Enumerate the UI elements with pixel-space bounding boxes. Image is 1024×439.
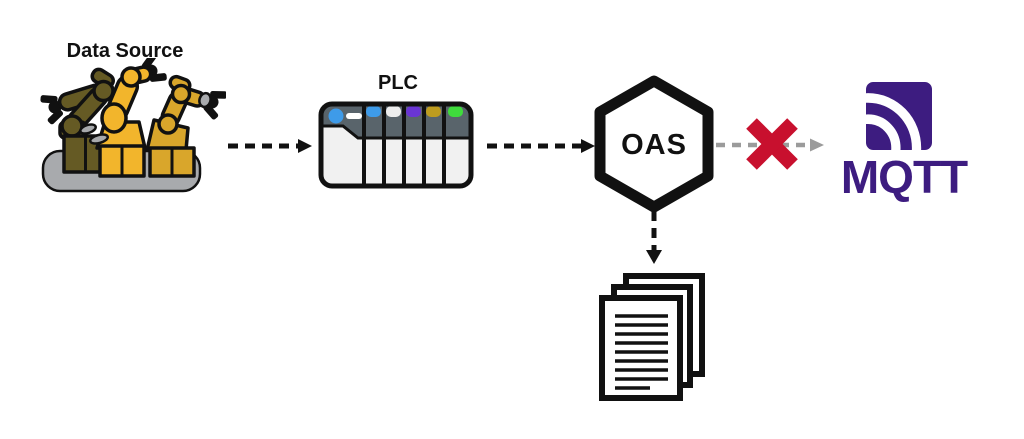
document-stack-icon [599, 273, 705, 401]
oas-label: OAS [621, 129, 687, 161]
arrowhead [298, 139, 312, 153]
robot-right [145, 74, 226, 178]
plc-tab-blue [366, 106, 381, 117]
document-text-lines [615, 314, 668, 390]
plc-indicator-light [328, 108, 344, 124]
plc-label: PLC [378, 72, 418, 94]
plc-indicator-dash [346, 113, 362, 119]
arrow-oas-to-documents [646, 211, 662, 264]
robot-middle [88, 58, 170, 178]
arrowhead [810, 138, 824, 152]
arrow-plc-to-oas [487, 139, 595, 153]
mqtt-logo-icon [866, 82, 932, 150]
plc-tab-gold [426, 106, 441, 117]
mqtt-label: MQTT [840, 151, 968, 203]
data-source-label: Data Source [66, 40, 184, 62]
arrowhead [646, 250, 662, 264]
blocked-x-icon [746, 118, 798, 170]
plc-tab-white [386, 106, 401, 117]
plc-tab-green [448, 106, 463, 117]
arrow-data-source-to-plc [228, 139, 312, 153]
plc-tab-purple [406, 106, 421, 117]
arrowhead [581, 139, 595, 153]
oas-hexagon-icon [594, 75, 714, 213]
arrow-oas-to-mqtt-blocked [716, 118, 824, 170]
robot-arms-icon [37, 58, 226, 193]
plc-module-icon [318, 101, 474, 189]
